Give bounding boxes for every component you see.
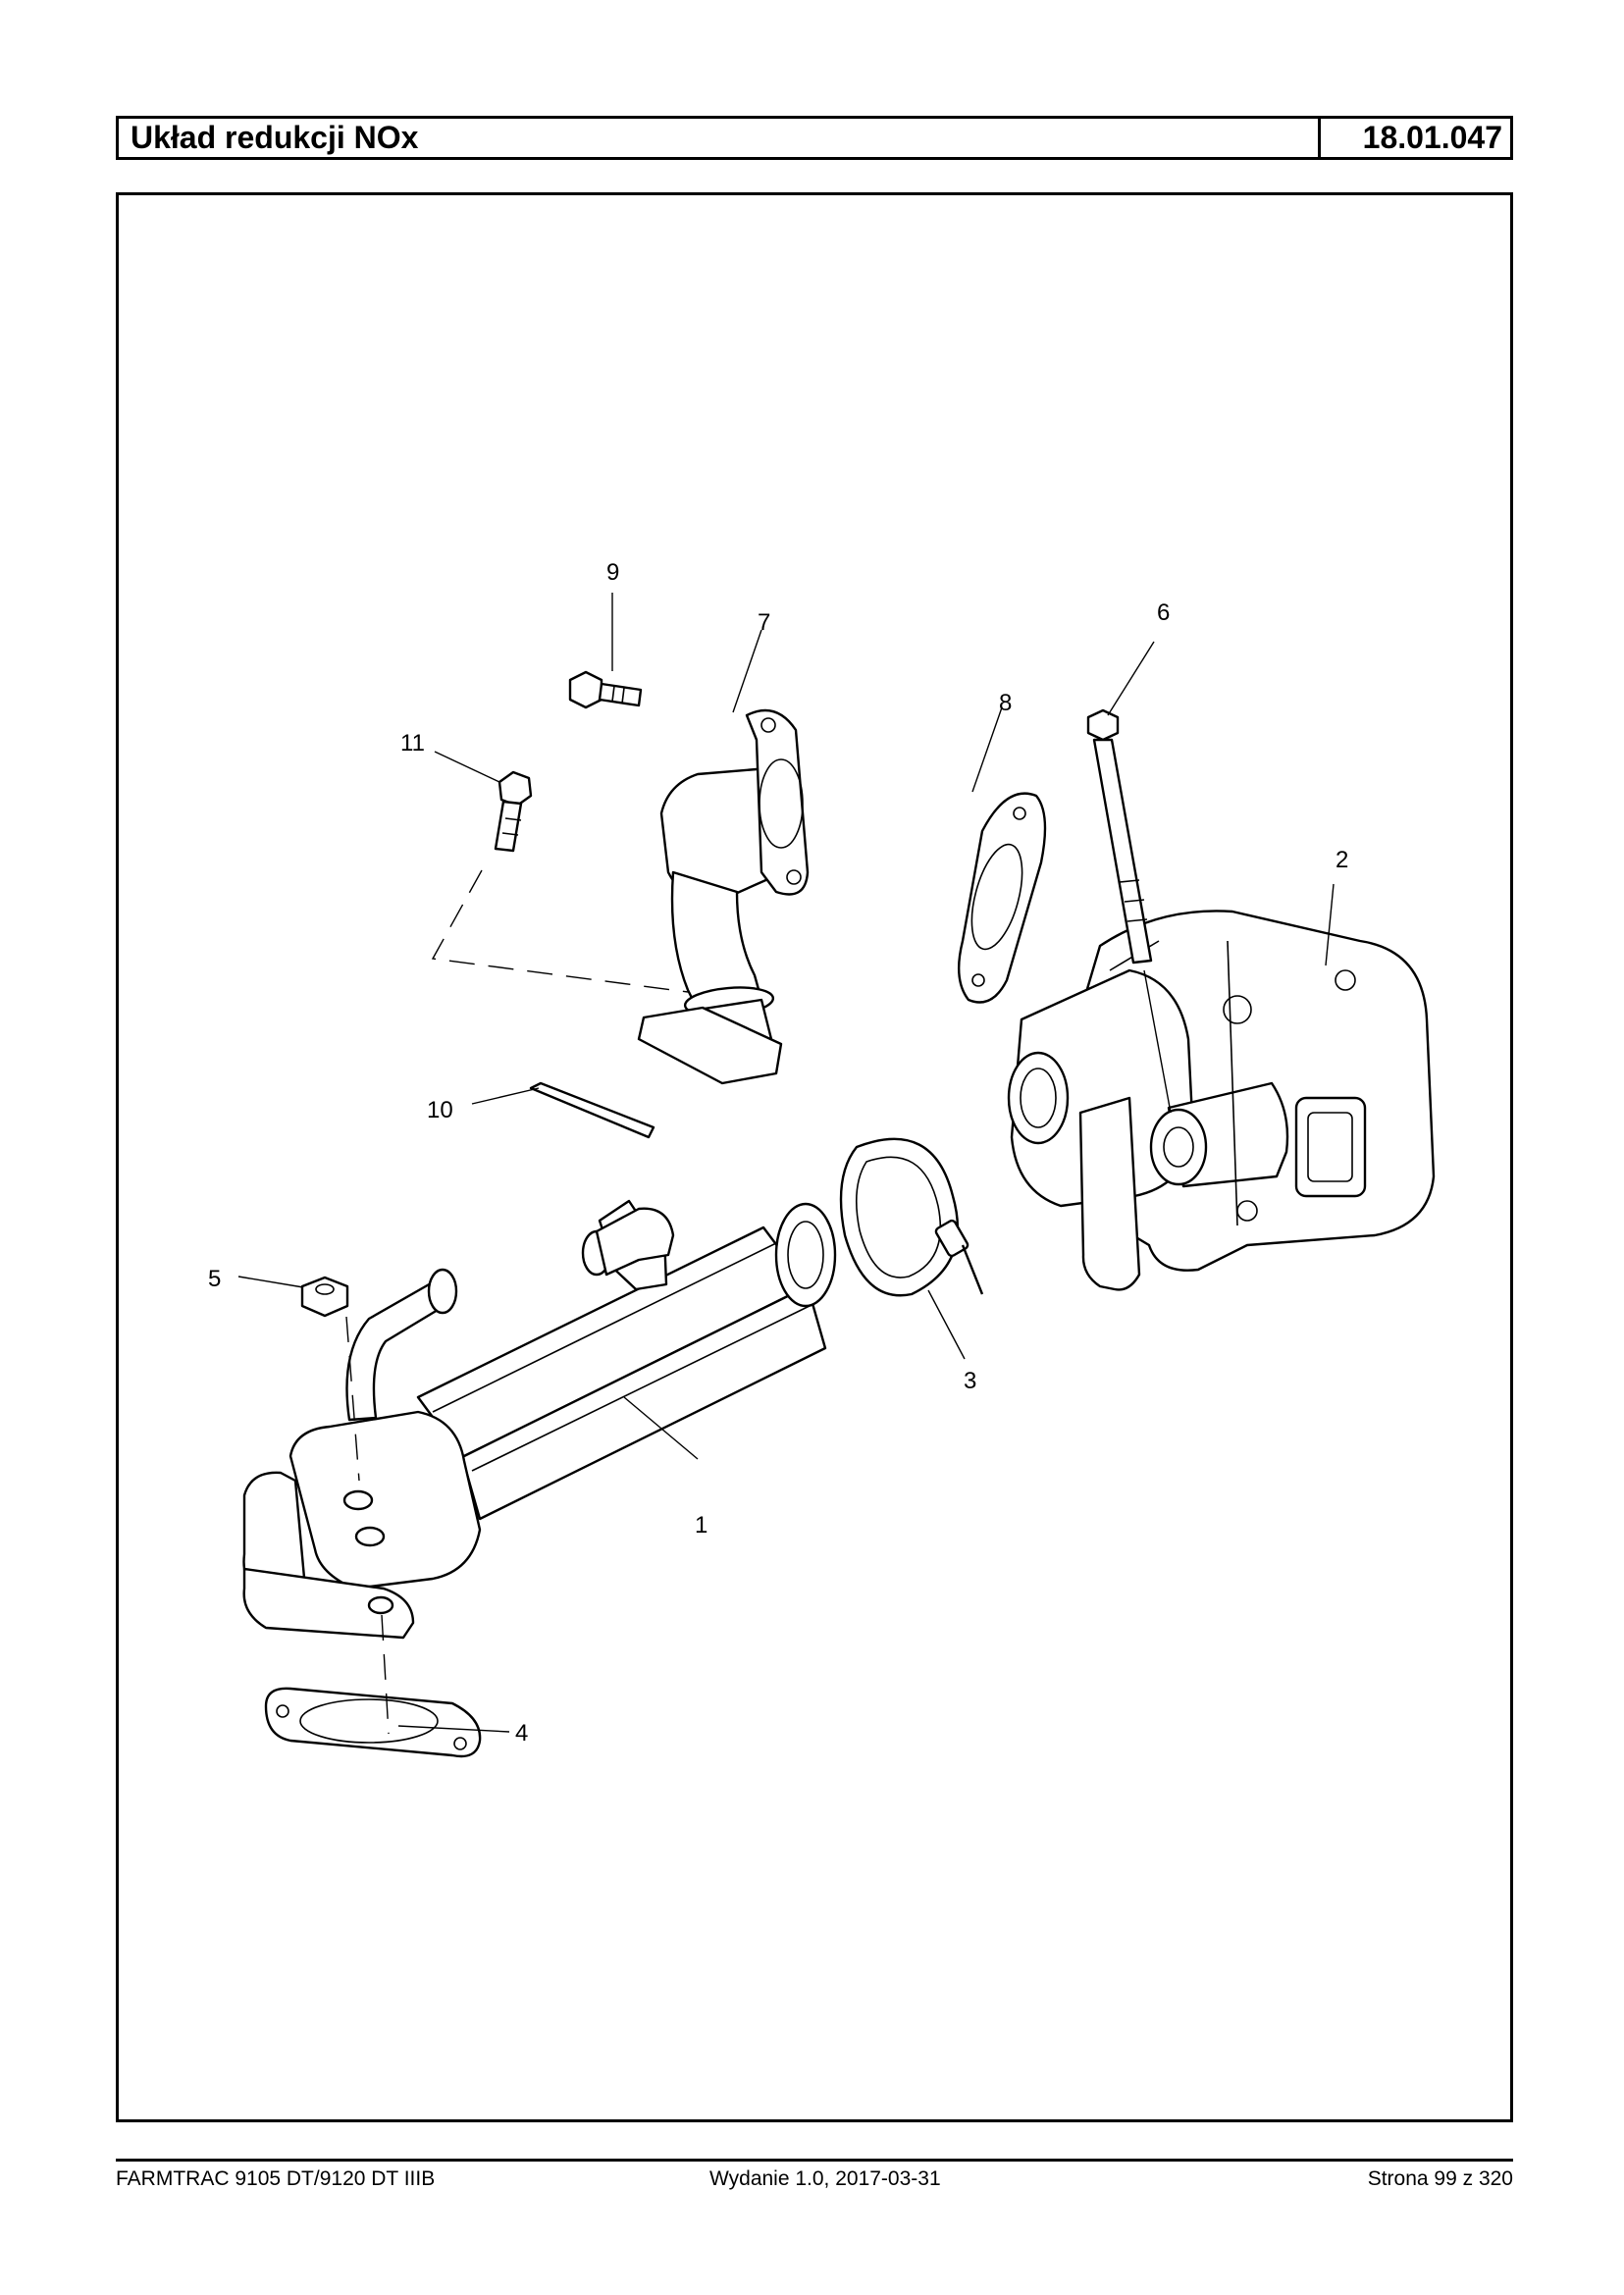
callout-1: 1 — [695, 1512, 707, 1539]
pipe-gasket-part — [529, 1081, 655, 1139]
valve-gasket-part — [958, 792, 1047, 1004]
callout-4: 4 — [515, 1720, 528, 1747]
egr-valve-part — [1007, 910, 1436, 1291]
callout-10: 10 — [427, 1097, 453, 1123]
bolt-11-part — [494, 770, 533, 853]
callout-11: 11 — [400, 730, 425, 756]
egr-pipe-part — [637, 708, 810, 1085]
page-footer: FARMTRAC 9105 DT/9120 DT IIIB Wydanie 1.… — [116, 2167, 1513, 2191]
leader-line-2 — [1325, 883, 1335, 966]
egr-cooler-part — [242, 1199, 837, 1640]
leader-line-10 — [471, 1087, 540, 1105]
leader-line-1 — [623, 1396, 699, 1460]
leader-line-5 — [237, 1276, 304, 1288]
callout-3: 3 — [964, 1368, 976, 1394]
callout-6: 6 — [1157, 600, 1170, 626]
clamp-part — [839, 1137, 984, 1297]
callout-5: 5 — [208, 1266, 221, 1292]
leader-line-3 — [927, 1289, 966, 1360]
callout-2: 2 — [1336, 847, 1348, 873]
section-code: 18.01.047 — [1318, 119, 1510, 157]
leader-line-11 — [434, 751, 500, 783]
cooler-gasket-part — [264, 1687, 482, 1758]
footer-page-number: Strona 99 z 320 — [1367, 2167, 1513, 2190]
page-title: Układ redukcji NOx — [131, 120, 419, 155]
callout-7: 7 — [758, 609, 770, 636]
exploded-parts-diagram: 1 2 3 4 5 6 7 8 9 10 11 — [208, 559, 1436, 1758]
leader-line-7 — [732, 629, 762, 713]
callout-9: 9 — [606, 559, 619, 586]
callout-8: 8 — [999, 690, 1012, 716]
leader-line-6 — [1107, 641, 1155, 716]
leader-line-8 — [971, 706, 1003, 793]
alignment-dashed-line — [431, 869, 689, 993]
alignment-dashed-line — [381, 1614, 390, 1735]
nut-part — [300, 1276, 349, 1318]
footer-edition: Wydanie 1.0, 2017-03-31 — [709, 2167, 941, 2190]
long-bolt-part — [1086, 708, 1172, 1114]
leader-line-4 — [397, 1725, 510, 1733]
footer-model: FARMTRAC 9105 DT/9120 DT IIIB — [116, 2167, 436, 2190]
alignment-dashed-line — [345, 1316, 360, 1482]
bolt-9-part — [568, 670, 643, 709]
page-header: Układ redukcji NOx 18.01.047 — [116, 116, 1513, 160]
diagram-frame: 1 2 3 4 5 6 7 8 9 10 11 — [116, 192, 1513, 2122]
footer-divider — [116, 2159, 1513, 2162]
